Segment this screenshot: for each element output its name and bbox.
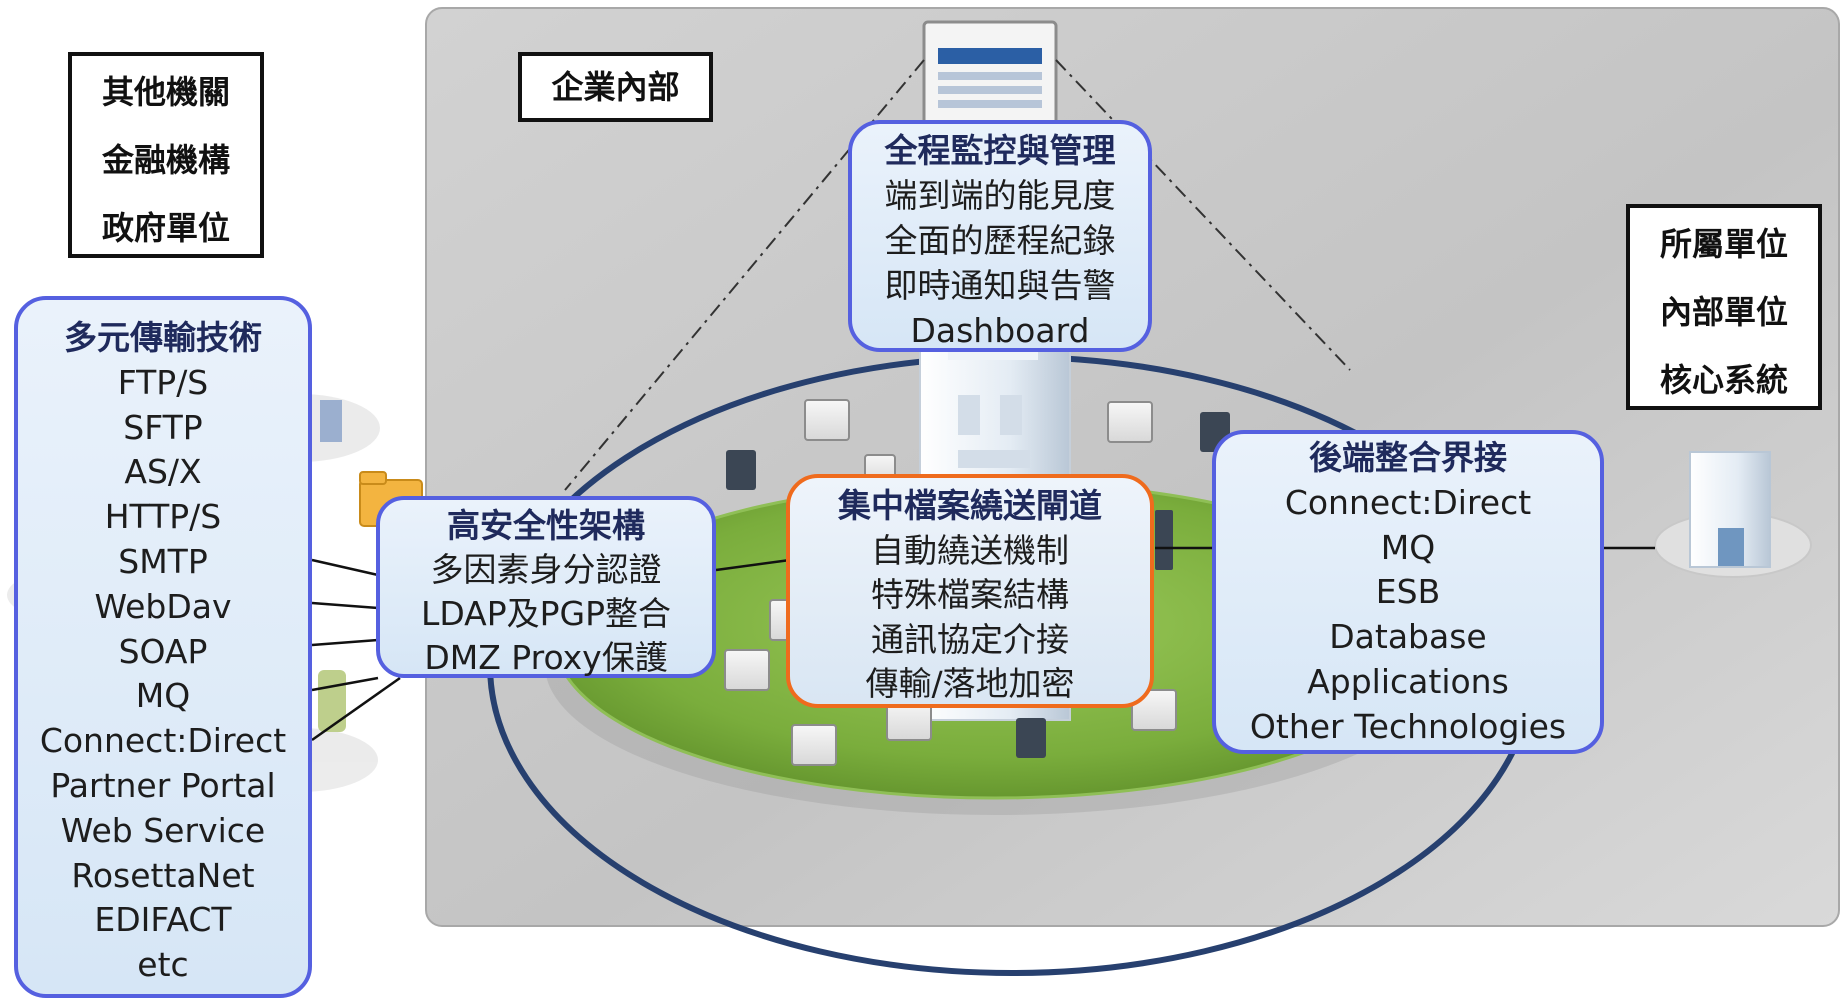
other-parties-line: 政府單位 — [101, 209, 230, 247]
monitoring-item: 即時通知與告警 — [884, 266, 1116, 305]
internal-parties-line: 所屬單位 — [1659, 225, 1788, 263]
monitoring-box: 全程監控與管理 端到端的能見度 全面的歷程紀錄 即時通知與告警 Dashboar… — [848, 120, 1152, 352]
monitoring-item: 全面的歷程紀錄 — [884, 221, 1116, 260]
transport-item: Web Service — [60, 810, 266, 850]
security-title: 高安全性架構 — [447, 506, 645, 545]
enterprise-label: 企業內部 — [518, 52, 713, 122]
other-parties-line: 金融機構 — [101, 141, 230, 179]
other-parties-label: 其他機關 金融機構 政府單位 — [68, 52, 264, 258]
gateway-item: 傳輸/落地加密 — [865, 664, 1075, 703]
server-icons — [726, 412, 1230, 758]
security-item: DMZ Proxy保護 — [424, 638, 668, 677]
transport-item: AS/X — [124, 452, 202, 492]
transport-item: SFTP — [123, 407, 203, 447]
transport-item: FTP/S — [117, 362, 209, 402]
transport-item: SMTP — [118, 541, 208, 581]
backend-item: ESB — [1375, 572, 1441, 612]
transport-item: etc — [137, 945, 189, 985]
backend-item: MQ — [1380, 527, 1436, 567]
transport-item: WebDav — [94, 586, 232, 626]
gateway-item: 通訊協定介接 — [871, 619, 1069, 659]
monitoring-item: 端到端的能見度 — [884, 176, 1116, 215]
transport-technologies-box: 多元傳輸技術 FTP/S SFTP AS/X HTTP/S SMTP WebDa… — [14, 296, 312, 998]
internal-parties-label: 所屬單位 內部單位 核心系統 — [1626, 204, 1822, 410]
transport-item: EDIFACT — [94, 900, 232, 940]
security-architecture-box: 高安全性架構 多因素身分認證 LDAP及PGP整合 DMZ Proxy保護 — [376, 496, 716, 678]
monitoring-monitor-icon — [922, 20, 1058, 132]
monitoring-title: 全程監控與管理 — [884, 131, 1116, 170]
transport-item: MQ — [135, 676, 191, 716]
gateway-item: 自動繞送機制 — [871, 530, 1069, 570]
internal-building-icon — [1654, 451, 1812, 578]
transport-item: Connect:Direct — [39, 721, 287, 761]
backend-item: Connect:Direct — [1284, 482, 1532, 522]
enterprise-label-text: 企業內部 — [551, 68, 680, 106]
transport-item: Partner Portal — [50, 765, 276, 805]
security-item: 多因素身分認證 — [430, 550, 662, 589]
file-routing-gateway-box: 集中檔案繞送閘道 自動繞送機制 特殊檔案結構 通訊協定介接 傳輸/落地加密 — [786, 474, 1154, 708]
internal-parties-line: 核心系統 — [1659, 361, 1788, 399]
security-item: LDAP及PGP整合 — [420, 594, 672, 633]
gateway-title: 集中檔案繞送閘道 — [838, 486, 1102, 525]
internal-parties-line: 內部單位 — [1659, 293, 1788, 331]
backend-item: Other Technologies — [1249, 706, 1567, 746]
gateway-item: 特殊檔案結構 — [871, 575, 1069, 614]
monitoring-item: Dashboard — [910, 311, 1090, 350]
transport-item: SOAP — [118, 631, 208, 671]
backend-title: 後端整合界接 — [1309, 438, 1507, 477]
other-parties-line: 其他機關 — [101, 73, 230, 111]
connector-lines — [311, 546, 1655, 742]
transport-item: HTTP/S — [104, 497, 222, 537]
backend-item: Database — [1329, 617, 1487, 657]
transport-item: RosettaNet — [71, 855, 255, 895]
transport-title: 多元傳輸技術 — [64, 318, 262, 357]
backend-integration-box: 後端整合界接 Connect:Direct MQ ESB Database Ap… — [1212, 430, 1604, 754]
backend-item: Applications — [1307, 661, 1509, 701]
